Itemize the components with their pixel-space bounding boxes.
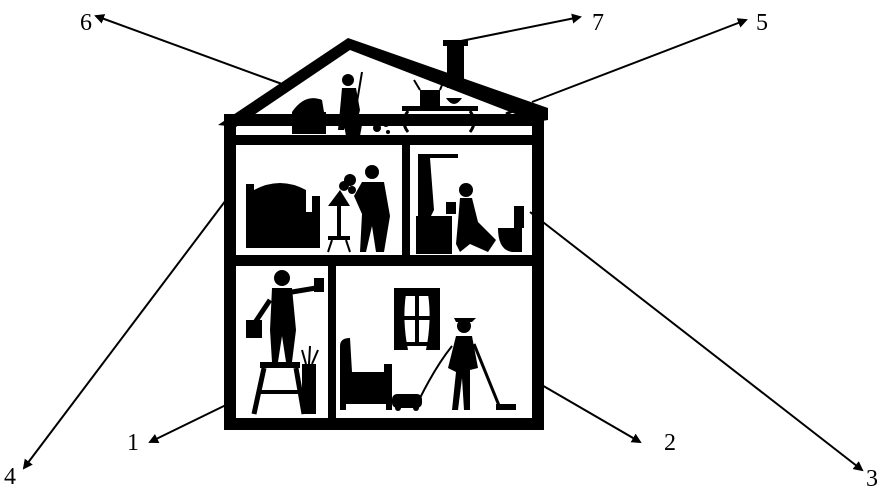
- arrow-2: [539, 383, 642, 444]
- house-frame: [224, 114, 544, 430]
- arrow-7: [455, 13, 582, 43]
- attic-scene: [292, 71, 525, 136]
- house: [218, 38, 548, 430]
- bedroom-scene: [246, 165, 390, 253]
- label-7: 7: [592, 10, 604, 36]
- arrow-3: [529, 211, 864, 472]
- middle-floor: [230, 255, 538, 266]
- label-5: 5: [756, 10, 768, 36]
- arrow-4: [22, 199, 227, 470]
- label-2: 2: [664, 430, 676, 456]
- bathroom-scene: [416, 154, 524, 254]
- roof: [218, 38, 548, 127]
- arrow-1: [148, 403, 229, 443]
- label-6: 6: [80, 10, 92, 36]
- arrow-6: [94, 14, 283, 85]
- attic-floor: [230, 135, 538, 145]
- living-room-scene: [340, 288, 516, 411]
- hallway-scene: [246, 270, 324, 415]
- label-1: 1: [127, 430, 139, 456]
- number-labels: 1 2 3 4 5 6 7: [4, 10, 878, 492]
- label-4: 4: [4, 464, 16, 490]
- upper-partition: [402, 140, 410, 260]
- label-3: 3: [866, 466, 878, 492]
- arrows: [22, 13, 864, 472]
- chimney: [447, 42, 464, 88]
- lower-partition: [328, 260, 336, 420]
- arrow-5: [531, 18, 748, 103]
